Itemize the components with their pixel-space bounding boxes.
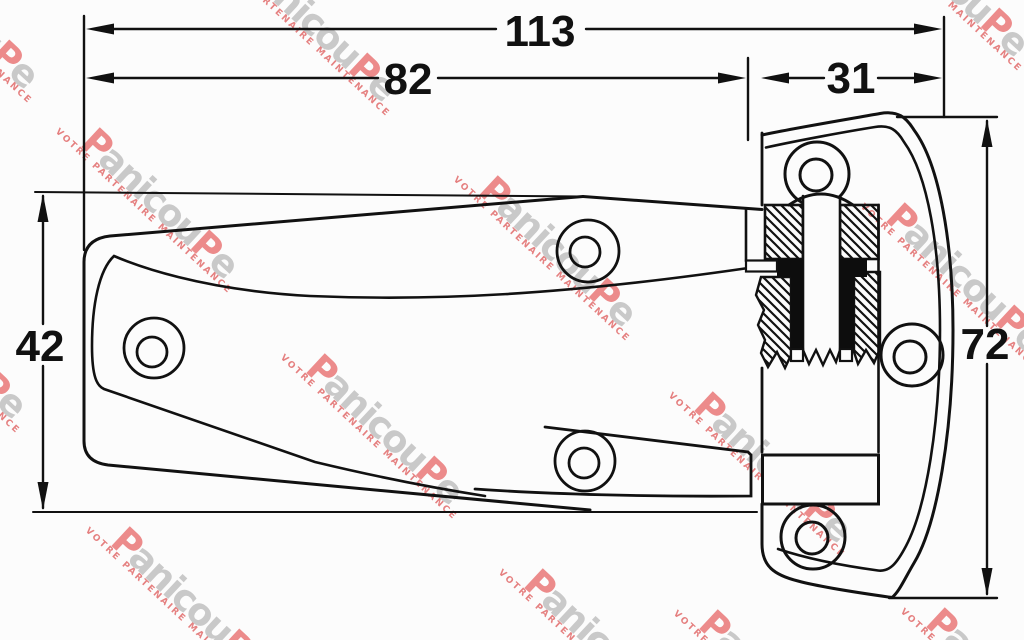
leaf-hole-lower [553, 429, 617, 493]
leaf-hole-upper [555, 218, 621, 284]
bracket-hole-bottom [779, 503, 847, 571]
hatch-lower-right [852, 270, 882, 367]
dimension-72-label: 72 [961, 320, 1010, 369]
bushing-left [777, 259, 803, 349]
dimension-31-label: 31 [827, 54, 876, 103]
dimension-82-label: 82 [384, 55, 433, 104]
pin-cross-section [744, 192, 882, 371]
dimension-113-label: 113 [505, 7, 576, 56]
hinge-leaf [82, 195, 764, 512]
hatch-lower-left [754, 275, 793, 371]
dimension-arrows [37, 23, 993, 596]
bracket-hole-right [879, 322, 945, 388]
hinge-bracket [760, 111, 955, 599]
bushing-right [840, 259, 867, 349]
bracket-socket [761, 453, 880, 506]
pin-break-line [801, 347, 842, 368]
leaf-hole-left [122, 316, 186, 380]
dimension-42-label: 42 [16, 322, 65, 371]
extension-line-leaf-top [34, 191, 584, 198]
dimension-lines [32, 14, 999, 600]
